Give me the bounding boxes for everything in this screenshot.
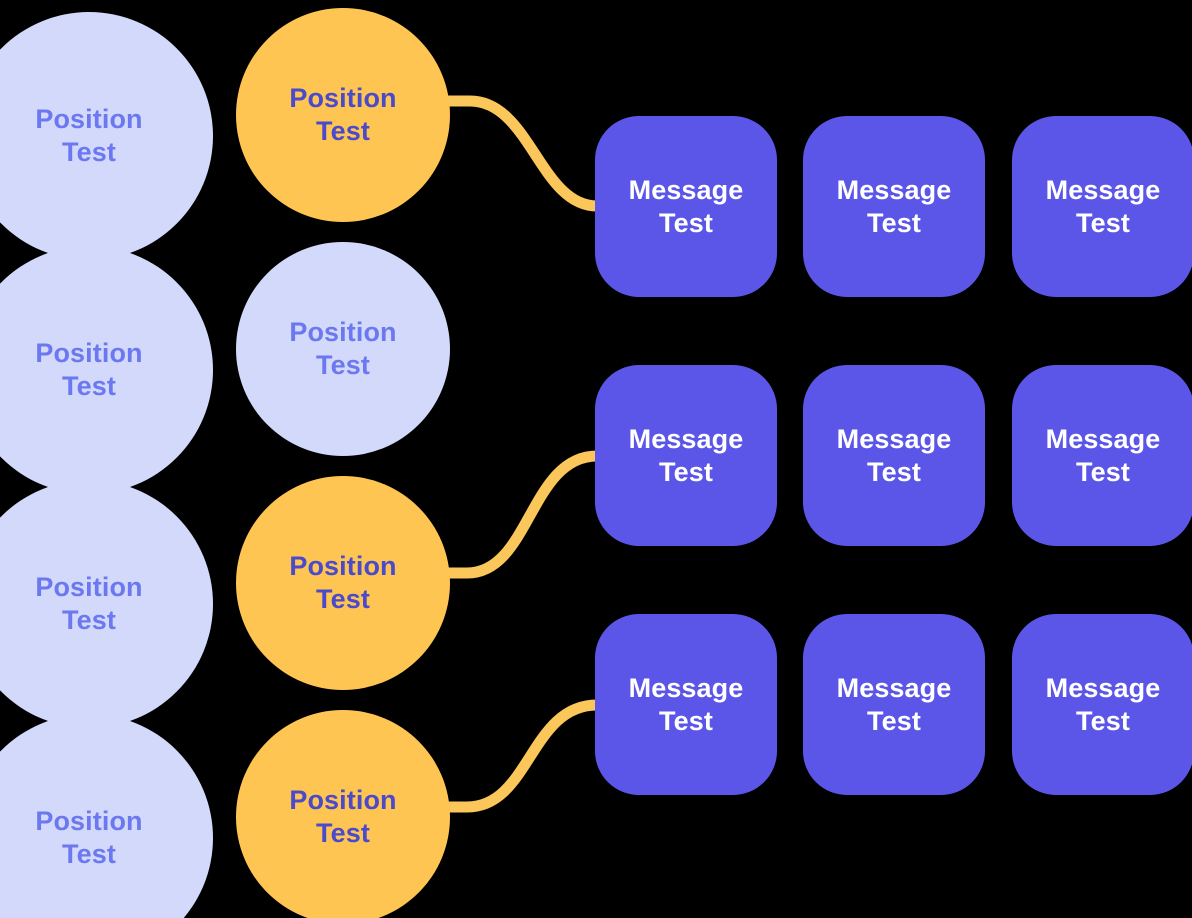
position-node-label-line2: Test (316, 818, 370, 848)
message-node-label-line1: Message (628, 174, 744, 205)
message-node-label-line2: Test (1076, 456, 1130, 487)
message-node-label-line2: Test (659, 207, 713, 238)
message-node-label-line2: Test (1076, 207, 1130, 238)
message-node-label-line1: Message (628, 672, 744, 703)
position-node-label-line2: Test (62, 371, 116, 401)
message-node-label-line1: Message (628, 423, 744, 454)
message-node-label-line2: Test (659, 705, 713, 736)
message-node-label-line1: Message (836, 672, 952, 703)
position-node-label-line2: Test (316, 584, 370, 614)
position-node-label-line1: Position (35, 806, 143, 837)
connector-group (439, 95, 603, 813)
position-node-label-line1: Position (289, 785, 397, 816)
message-node-label-line2: Test (867, 207, 921, 238)
position-node-label-line2: Test (62, 839, 116, 869)
message-node-label-line1: Message (836, 174, 952, 205)
position-node-label-line1: Position (35, 572, 143, 603)
position-node-label-line2: Test (316, 350, 370, 380)
message-node-label-line1: Message (1045, 174, 1161, 205)
position-node-label-line1: Position (289, 83, 397, 114)
position-node-label-line1: Position (35, 338, 143, 369)
message-node-label-line2: Test (1076, 705, 1130, 736)
position-node-label-line1: Position (289, 551, 397, 582)
message-node-label-line1: Message (836, 423, 952, 454)
position-node-label-line2: Test (316, 116, 370, 146)
connector-curve (439, 699, 603, 813)
position-node-label-line2: Test (62, 137, 116, 167)
message-node-label-line1: Message (1045, 672, 1161, 703)
position-node-label-line1: Position (289, 317, 397, 348)
position-node-label-line2: Test (62, 605, 116, 635)
message-node-label-line2: Test (659, 456, 713, 487)
connector-curve (439, 95, 603, 212)
message-node-label-line2: Test (867, 705, 921, 736)
message-node-label-line2: Test (867, 456, 921, 487)
position-node-label-line1: Position (35, 104, 143, 135)
connector-curve (439, 450, 603, 579)
message-node-label-line1: Message (1045, 423, 1161, 454)
